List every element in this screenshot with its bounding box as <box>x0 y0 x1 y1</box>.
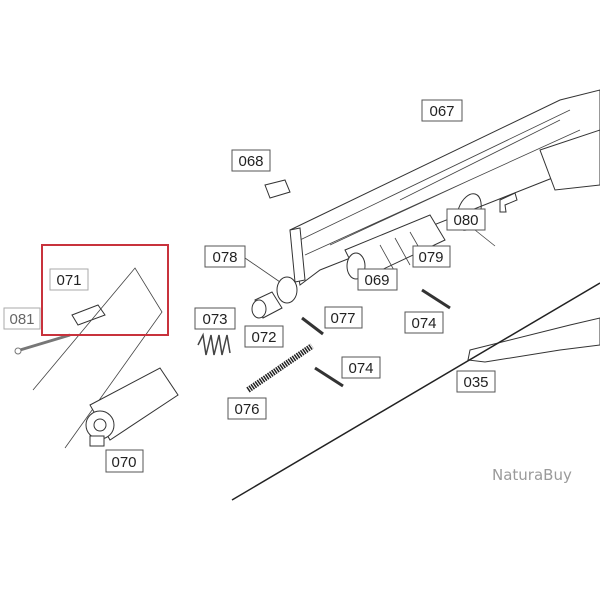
svg-text:081: 081 <box>9 311 34 328</box>
part-081-screw <box>14 333 71 355</box>
svg-text:073: 073 <box>202 311 227 328</box>
svg-text:077: 077 <box>330 310 355 327</box>
label-070[interactable]: 070 <box>105 449 144 473</box>
svg-text:080: 080 <box>453 212 478 229</box>
svg-text:079: 079 <box>418 249 443 266</box>
part-077-pin <box>301 316 324 336</box>
part-067-receiver <box>289 89 600 286</box>
part-035 <box>467 317 600 363</box>
part-068 <box>264 179 291 199</box>
watermark: NaturaBuy <box>492 466 572 484</box>
svg-text:067: 067 <box>429 103 454 120</box>
label-035[interactable]: 035 <box>456 370 496 393</box>
label-077[interactable]: 077 <box>324 306 363 329</box>
separator-line <box>231 282 600 501</box>
part-074-pin-b <box>314 366 344 388</box>
svg-text:069: 069 <box>364 272 389 289</box>
part-080 <box>499 192 518 213</box>
svg-text:074: 074 <box>411 315 436 332</box>
svg-text:071: 071 <box>56 272 81 289</box>
svg-text:072: 072 <box>251 329 276 346</box>
svg-text:068: 068 <box>238 153 263 170</box>
highlight-box-071 <box>41 244 169 336</box>
label-071[interactable]: 071 <box>49 268 89 291</box>
part-072-nozzle <box>251 291 283 319</box>
label-081[interactable]: 081 <box>3 307 41 330</box>
part-076-spring <box>246 343 314 393</box>
label-074-a[interactable]: 074 <box>404 311 444 334</box>
part-069-cylinder <box>344 214 446 281</box>
label-069[interactable]: 069 <box>357 268 398 291</box>
part-070-bolt <box>32 267 179 449</box>
part-071 <box>71 304 106 326</box>
part-073-spring <box>197 332 231 356</box>
label-079[interactable]: 079 <box>412 245 451 268</box>
svg-text:070: 070 <box>111 454 136 471</box>
label-067[interactable]: 067 <box>421 99 463 122</box>
label-080[interactable]: 080 <box>446 208 486 231</box>
svg-text:074: 074 <box>348 360 373 377</box>
label-078[interactable]: 078 <box>204 245 246 268</box>
label-068[interactable]: 068 <box>231 149 271 172</box>
label-076[interactable]: 076 <box>227 397 267 420</box>
svg-text:076: 076 <box>234 401 259 418</box>
part-078-oring <box>276 276 298 304</box>
label-072[interactable]: 072 <box>244 325 284 348</box>
svg-text:035: 035 <box>463 374 488 391</box>
label-073[interactable]: 073 <box>194 307 236 330</box>
svg-text:078: 078 <box>212 249 237 266</box>
label-074-b[interactable]: 074 <box>341 356 381 379</box>
part-074-pin-a <box>421 288 451 310</box>
